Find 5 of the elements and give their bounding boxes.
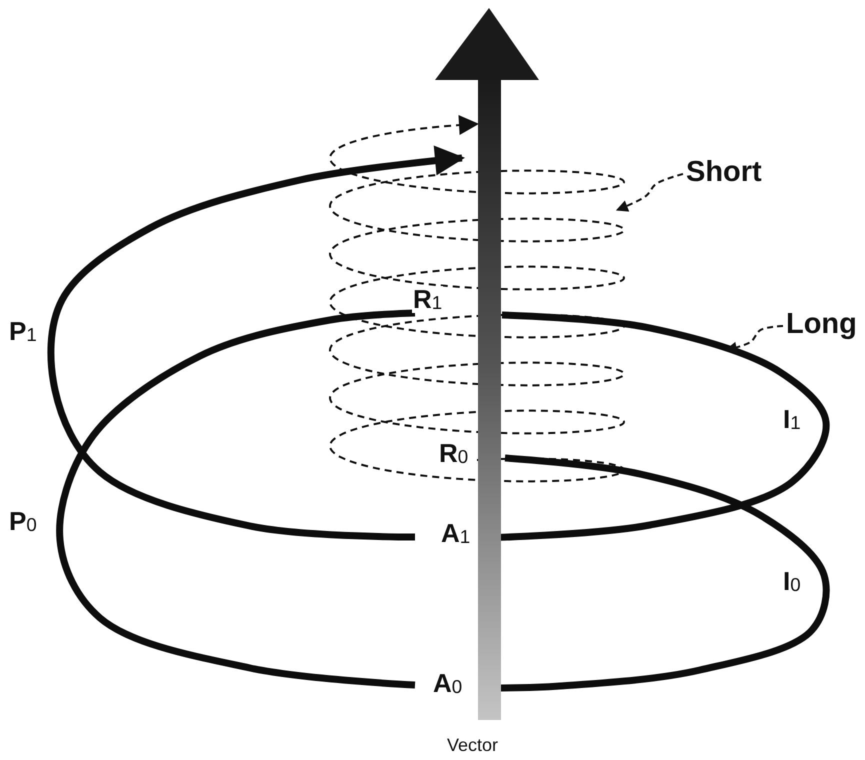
callout-text: Short xyxy=(686,158,762,187)
callout-text: Long xyxy=(786,310,857,339)
axis-label: Vector xyxy=(446,736,500,754)
dashed-helix-drawing xyxy=(329,115,625,482)
leader-line xyxy=(616,172,684,212)
